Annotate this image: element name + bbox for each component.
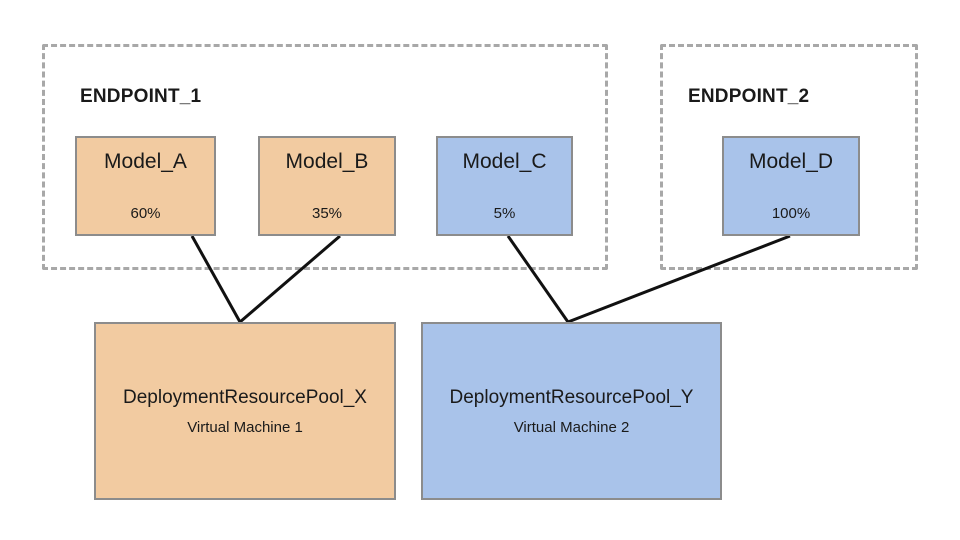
model-traffic-split-label: 100% <box>771 205 811 222</box>
model-name-label: Model_B <box>285 150 369 173</box>
resource-pool-box-x[interactable]: DeploymentResourcePool_X Virtual Machine … <box>94 322 396 500</box>
resource-pool-box-y[interactable]: DeploymentResourcePool_Y Virtual Machine … <box>421 322 722 500</box>
resource-pool-vm-label: Virtual Machine 1 <box>187 418 303 436</box>
model-box-model_b[interactable]: Model_B 35% <box>258 136 396 236</box>
model-name-label: Model_A <box>104 150 187 173</box>
model-name-label: Model_D <box>748 150 834 173</box>
model-traffic-split-label: 60% <box>130 205 161 222</box>
endpoint-label-1: ENDPOINT_1 <box>80 86 202 107</box>
resource-pool-name-label: DeploymentResourcePool_Y <box>449 386 694 408</box>
model-name-label: Model_C <box>462 150 547 173</box>
model-traffic-split-label: 35% <box>311 205 343 222</box>
endpoint-label-2: ENDPOINT_2 <box>688 86 810 107</box>
model-traffic-split-label: 5% <box>493 205 516 222</box>
model-box-model_c[interactable]: Model_C 5% <box>436 136 573 236</box>
model-box-model_a[interactable]: Model_A 60% <box>75 136 216 236</box>
model-box-model_d[interactable]: Model_D 100% <box>722 136 860 236</box>
resource-pool-name-label: DeploymentResourcePool_X <box>123 386 367 408</box>
resource-pool-vm-label: Virtual Machine 2 <box>513 418 630 436</box>
